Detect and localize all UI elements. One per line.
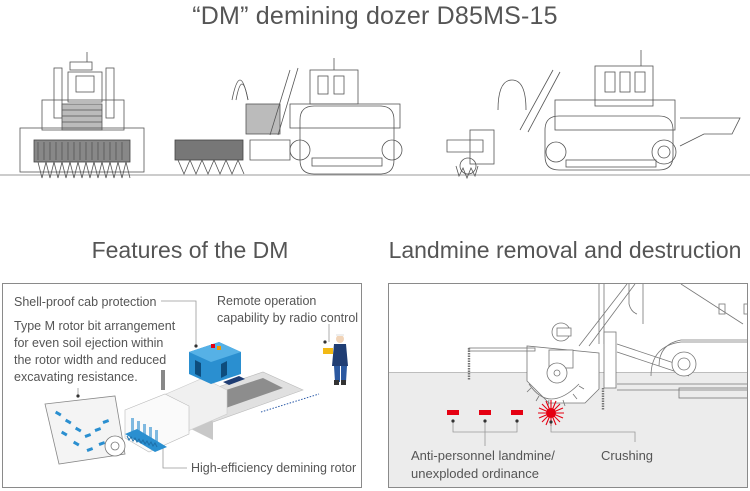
label-rotor-bits-line3: the rotor width and reduced: [14, 353, 167, 367]
front-view: [19, 52, 145, 179]
features-illustration: [44, 300, 348, 469]
crushing-burst-icon: [538, 400, 564, 426]
leader-rotor: [162, 446, 187, 469]
leader-dot-remote: [323, 340, 327, 344]
side-view-rotor-lowered: [174, 58, 403, 176]
landmine-1: [447, 410, 459, 415]
operator-figure: [323, 334, 348, 385]
features-heading: Features of the DM: [91, 237, 289, 263]
label-crushing: Crushing: [601, 448, 654, 463]
label-rotor-bits-line4: excavating resistance.: [14, 370, 138, 384]
top-drawings: [0, 50, 750, 180]
leader-crushing: [550, 422, 636, 442]
label-landmine-line2: unexploded ordinance: [411, 466, 539, 481]
leader-dot-cab: [194, 344, 198, 348]
label-rotor-bits-line2: for even soil ejection within: [14, 336, 164, 350]
features-panel: Shell-proof cab protection Type M rotor …: [2, 283, 362, 488]
dozer-illustration: [124, 342, 304, 453]
leader-cab: [161, 300, 197, 346]
radio-signal-line: [260, 393, 320, 413]
dozer-side-detail: [467, 284, 747, 410]
label-rotor-bits-line1: Type M rotor bit arrangement: [14, 319, 176, 333]
rotor-detail-icon: [44, 395, 126, 465]
removal-panel: Anti-personnel landmine/ unexploded ordi…: [388, 283, 748, 488]
label-cab-protection: Shell-proof cab protection: [14, 295, 157, 309]
label-remote-line2: capability by radio control: [217, 311, 359, 325]
removal-illustration: [447, 284, 747, 446]
removal-heading: Landmine removal and destruction: [388, 237, 742, 263]
landmine-2: [479, 410, 491, 415]
landmine-3: [511, 410, 523, 415]
label-demining-rotor: High-efficiency demining rotor: [191, 461, 357, 475]
side-view-rotor-raised: [446, 50, 741, 180]
leader-dot-bits: [76, 394, 80, 398]
label-landmine-line1: Anti-personnel landmine/: [411, 448, 555, 463]
page-title: “DM” demining dozer D85MS-15: [192, 2, 558, 30]
label-remote-line1: Remote operation: [217, 294, 317, 308]
